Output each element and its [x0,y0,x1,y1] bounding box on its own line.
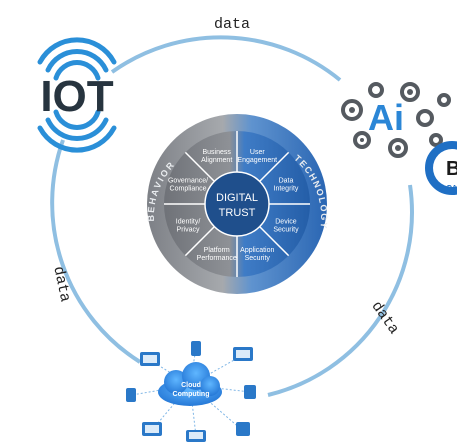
big-data-subtext: DA [447,185,457,192]
cloud-label-line2: Computing [173,391,210,398]
wheel-segment-label-line1: Identity/ [176,218,201,225]
cloud-icon [158,362,222,406]
gears-icon [341,82,451,158]
phone-icon [126,388,136,402]
wheel-spoke [259,226,290,257]
wheel-spoke [184,226,215,257]
ai-brain-logo: Ai [341,82,451,158]
wheel-center-line1: DIGITAL [216,192,258,204]
wheel-segment-label-line1: Business [203,149,232,156]
wifi-waves-icon [37,37,117,153]
flow-label-left: data [49,265,73,304]
wheel-segment-label-line2: Privacy [177,226,200,233]
tablet-icon [244,385,256,399]
wheel-center-line2: TRUST [219,207,256,219]
iot-logo-text: IOT [40,72,113,121]
wheel-spoke [259,151,290,182]
data-flow-ring [50,35,414,397]
big-data-badge: BI DA [425,141,457,195]
wheel-segment-label-line1: Governance/ [168,178,208,185]
wheel-segment-label-line1: Device [275,218,297,225]
wheel-segment-label-line1: User [250,149,265,156]
wheel-segment-label-line2: Integrity [274,186,299,193]
wheel-segment-label-line2: Performance [197,255,237,262]
wheel-segment-label-line1: Application [240,247,274,254]
wheel-center [204,171,270,237]
iot-logo: IOT [37,37,117,153]
ring-arc-right [267,184,414,397]
wheel-segment-label-line2: Security [273,226,299,233]
wheel-spokes [164,131,310,277]
flow-label-right: data [368,298,403,337]
phone-icon [191,341,201,356]
wheel-segment-label-line1: Platform [204,247,230,254]
wheel-spoke [184,151,215,182]
cloud-label-line1: Cloud [181,382,201,389]
flow-label-top: data [214,16,250,33]
big-data-text: BI [446,158,457,180]
device-icon [236,422,250,436]
ring-arc-top [110,35,342,82]
wheel-segment-label-line2: Alignment [201,157,232,164]
digital-trust-wheel: DIGITAL TRUST UserEngagementDataIntegrit… [146,114,328,294]
wheel-segment-label-line1: Data [279,178,294,185]
wheel-segment-label-line2: Security [245,255,271,262]
ai-logo-text: Ai [368,97,404,138]
wheel-segment-label-line2: Compliance [170,186,207,193]
cloud-computing-cluster: Cloud Computing [126,341,256,442]
ring-arc-left [50,139,142,364]
wheel-segment-label-line2: Engagement [237,157,277,164]
